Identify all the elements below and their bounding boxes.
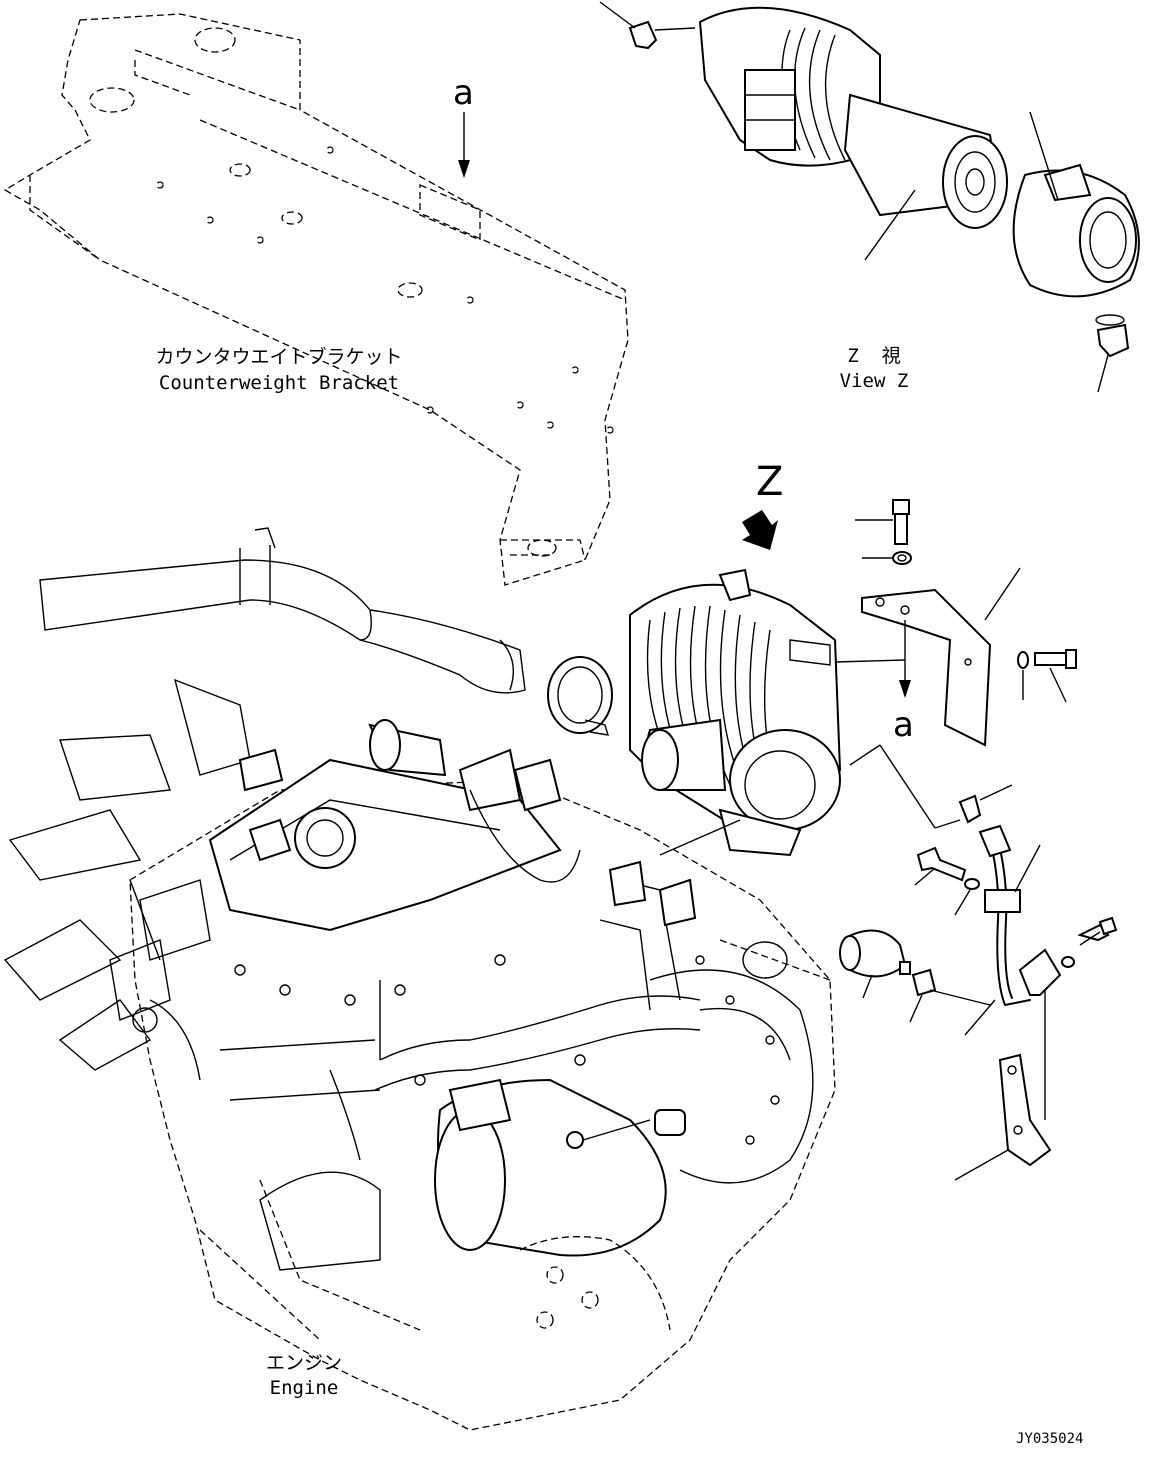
engine-drawing <box>3 678 836 1431</box>
view-direction-arrow-icon <box>742 510 778 550</box>
view-z-label-jp: Z 視 <box>847 345 901 367</box>
view-z-drawing <box>599 1 1140 393</box>
arrow-down-icon <box>458 112 470 178</box>
engine-label-jp: エンジン <box>265 1352 342 1374</box>
view-z-label-en: View Z <box>839 370 909 392</box>
counterweight-bracket-label-jp: カウンタウエイトブラケット <box>155 346 403 368</box>
view-z-letter: Z <box>756 459 784 505</box>
engine-label-en: Engine <box>269 1377 339 1399</box>
drawing-code: JY035024 <box>1016 1431 1084 1447</box>
sensor-harness-drawing <box>839 784 1118 1181</box>
air-cleaner-drawing <box>547 568 961 857</box>
counterweight-bracket-label-en: Counterweight Bracket <box>158 372 400 394</box>
counterweight-bracket-drawing <box>3 13 629 586</box>
mounting-bracket-drawing <box>855 499 1077 747</box>
reference-a-bracket: a <box>893 705 914 745</box>
reference-a-top: a <box>453 73 474 113</box>
intake-hose-drawing <box>39 527 526 694</box>
